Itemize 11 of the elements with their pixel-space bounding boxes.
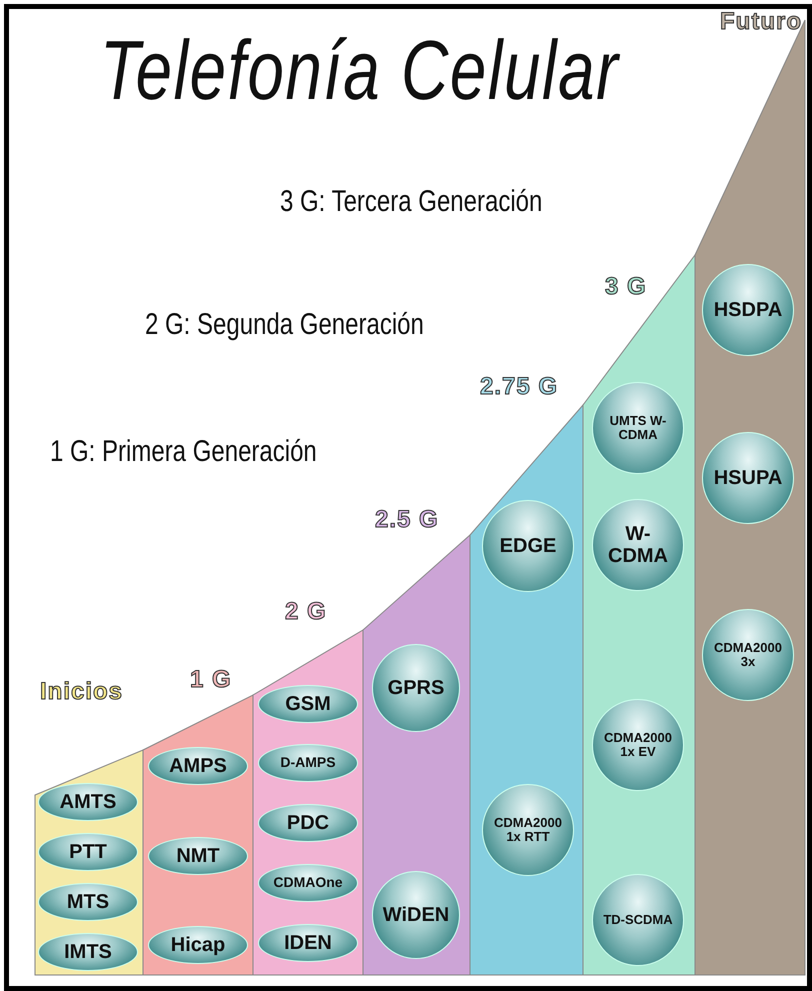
column-heading: 1 G <box>190 668 232 692</box>
generation-label: 2 G: Segunda Generación <box>145 308 424 342</box>
title: Telefonía Celular <box>100 22 620 119</box>
column-heading: 2.75 G <box>480 375 558 399</box>
column-heading: Inicios <box>40 680 124 704</box>
column-heading: 2.5 G <box>375 508 439 532</box>
column-heading: 3 G <box>605 275 647 299</box>
column-heading: Futuro <box>720 10 802 34</box>
generation-label: 3 G: Tercera Generación <box>280 185 542 219</box>
column-heading: 2 G <box>285 600 327 624</box>
generation-label: 1 G: Primera Generación <box>50 435 317 469</box>
